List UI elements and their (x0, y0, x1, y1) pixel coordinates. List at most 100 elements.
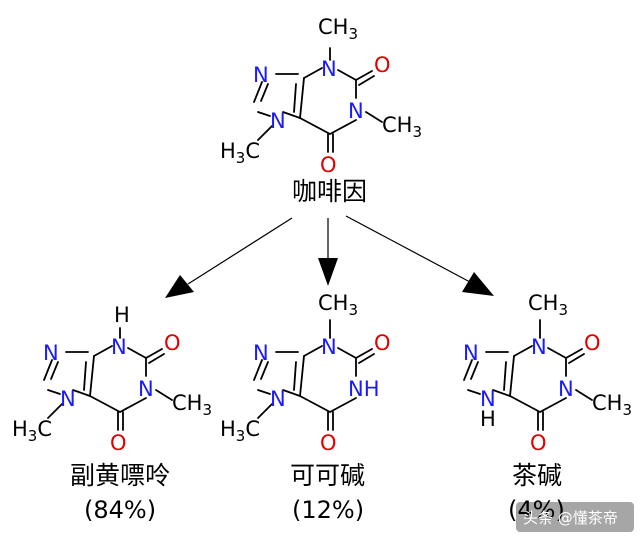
bond (547, 347, 567, 359)
nitrogen-label: N (270, 109, 286, 133)
bond (303, 67, 323, 79)
bond (257, 111, 271, 117)
ch3-label: CH3 (318, 15, 358, 43)
oxygen-label: O (584, 331, 601, 355)
nh-label: NH (348, 377, 380, 401)
bond (299, 355, 305, 397)
paraxanthine-percent: (84%) (84, 496, 156, 524)
oxygen-label: O (164, 331, 181, 355)
h3c-label: H3C (220, 417, 260, 445)
bond (539, 397, 567, 413)
bond (463, 359, 473, 381)
bond (127, 347, 147, 359)
ch3-label: CH3 (592, 391, 632, 419)
ch3-label: CH3 (318, 291, 358, 319)
watermark-text: 头条 @懂茶帝 (523, 509, 618, 527)
ch3-label: CH3 (382, 113, 422, 141)
bond (355, 348, 373, 359)
bond (565, 348, 583, 359)
nitrogen-label: N (111, 335, 127, 359)
oxygen-label: O (374, 331, 391, 355)
hydrogen-label: H (480, 407, 496, 431)
bond (503, 361, 507, 391)
bond (358, 353, 375, 364)
arrow-center-head (318, 258, 338, 286)
bond (72, 389, 91, 397)
bond (119, 397, 147, 413)
watermark-background (516, 502, 634, 532)
theobromine-name: 可可碱 (290, 461, 365, 490)
bond (492, 389, 511, 397)
theophylline-name: 茶碱 (512, 461, 562, 490)
arrow-left-line (187, 217, 293, 285)
nitrogen-label: N (558, 377, 574, 401)
bond (89, 355, 95, 397)
caffeine-name: 咖啡因 (292, 177, 367, 206)
oxygen-label: O (110, 431, 127, 455)
h3c-label: H3C (12, 417, 52, 445)
bond (257, 125, 273, 141)
arrows (165, 215, 494, 298)
bond (253, 81, 263, 103)
nitrogen-label: N (348, 99, 364, 123)
bond (355, 70, 373, 81)
ch3-label: CH3 (528, 291, 568, 319)
nitrogen-label: N (463, 341, 479, 365)
bond (282, 111, 301, 119)
h3c-label: H3C (220, 139, 260, 167)
bond (260, 361, 269, 380)
nitrogen-label: N (531, 335, 547, 359)
arrow-right-head (462, 272, 494, 296)
bond (329, 397, 357, 413)
theobromine-percent: (12%) (292, 496, 364, 524)
bond (299, 395, 331, 413)
arrow-left-head (165, 275, 194, 298)
bond (329, 119, 357, 135)
bond (568, 353, 585, 364)
bond (509, 355, 515, 397)
nitrogen-label: N (270, 387, 286, 411)
bond (260, 83, 269, 102)
ch3-label: CH3 (172, 391, 212, 419)
bond (337, 69, 357, 81)
oxygen-label: O (320, 153, 337, 177)
bond (155, 389, 173, 401)
theobromine-structure: CH3 N N O N NH H3C O (220, 291, 391, 455)
oxygen-label: O (320, 431, 337, 455)
bond (83, 361, 87, 391)
bond (257, 389, 271, 395)
bond (365, 111, 383, 123)
nitrogen-label: N (60, 387, 76, 411)
bond (513, 345, 533, 357)
bond (43, 359, 53, 381)
nitrogen-label: N (253, 63, 269, 87)
bond (89, 395, 121, 413)
bond (253, 359, 263, 381)
bond (299, 117, 331, 135)
nitrogen-label: N (321, 335, 337, 359)
bond (282, 389, 301, 397)
bond (299, 77, 305, 119)
nitrogen-label: N (321, 57, 337, 81)
bond (337, 347, 357, 359)
nitrogen-label: N (43, 341, 59, 365)
bond (303, 345, 323, 357)
bond (470, 361, 479, 380)
bond (47, 389, 61, 395)
watermark: 头条 @懂茶帝 (516, 502, 634, 532)
caffeine-bonds (253, 47, 383, 153)
bond (257, 403, 273, 419)
arrow-right-line (345, 215, 471, 283)
bond (293, 83, 297, 113)
bond (50, 361, 59, 380)
bond (509, 395, 541, 413)
paraxanthine-structure: H N N O N N CH3 H3C O (12, 303, 212, 455)
oxygen-label: O (374, 53, 391, 77)
hydrogen-label: H (114, 303, 130, 327)
oxygen-label: O (530, 431, 547, 455)
theophylline-percent: (4%) (508, 496, 565, 524)
bond (47, 403, 63, 419)
caffeine-structure: CH3 N N O N N CH3 H3C O (220, 15, 422, 177)
